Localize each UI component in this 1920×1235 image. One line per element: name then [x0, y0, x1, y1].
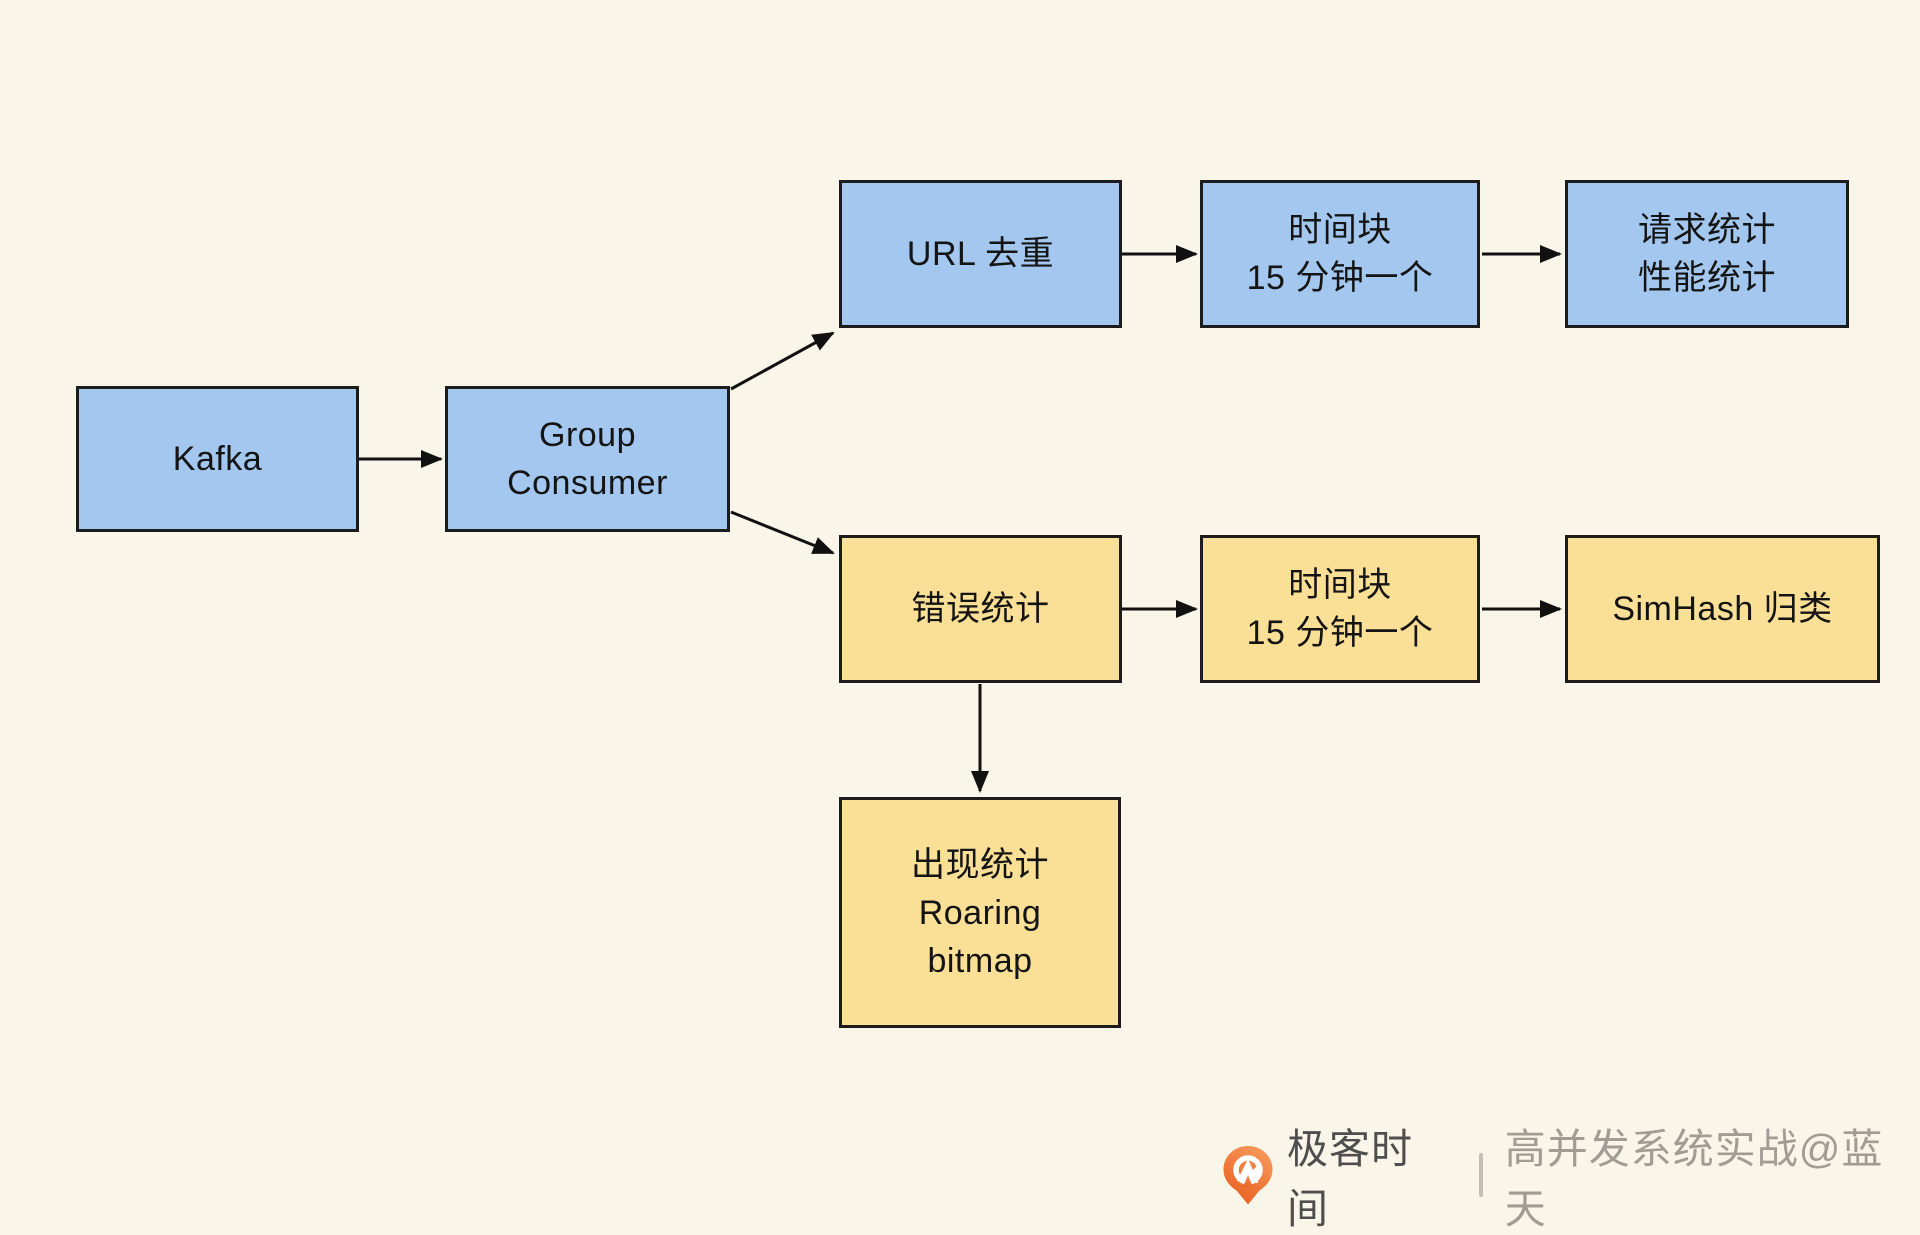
node-time-block-top-line2: 15 分钟一个	[1246, 259, 1434, 297]
geektime-logo-icon	[1223, 1145, 1273, 1204]
node-request-stats: 请求统计 性能统计	[1565, 180, 1849, 328]
node-url-dedup: URL 去重	[839, 180, 1122, 328]
footer-divider: |	[1478, 1153, 1483, 1197]
edge-group-consumer-to-url-dedup	[730, 331, 835, 391]
node-time-block-bottom-line1: 时间块	[1288, 566, 1392, 604]
node-group-consumer: Group Consumer	[445, 386, 730, 532]
node-kafka: Kafka	[76, 386, 359, 532]
node-error-stats: 错误统计	[839, 535, 1122, 683]
node-group-consumer-line1: Group	[539, 416, 636, 454]
footer-brand-text: 极客时间	[1287, 1126, 1413, 1232]
node-request-stats-line1: 请求统计	[1638, 211, 1776, 249]
node-simhash: SimHash 归类	[1565, 535, 1880, 683]
node-request-stats-line2: 性能统计	[1638, 259, 1776, 297]
node-error-stats-label: 错误统计	[911, 590, 1050, 628]
node-url-dedup-label: URL 去重	[906, 235, 1055, 273]
node-occurrence-stats-line2: Roaring	[918, 893, 1042, 932]
edge-group-consumer-to-error-stats	[730, 510, 835, 555]
footer-watermark: 极客时间 | 高并发系统实战@蓝天	[1222, 1126, 1920, 1232]
node-time-block-top-line1: 时间块	[1288, 211, 1392, 249]
node-time-block-bottom: 时间块 15 分钟一个	[1200, 535, 1480, 683]
node-time-block-bottom-line2: 15 分钟一个	[1246, 614, 1434, 652]
node-occurrence-stats-line1: 出现统计	[911, 845, 1049, 884]
node-occurrence-stats: 出现统计 Roaring bitmap	[839, 797, 1121, 1028]
node-kafka-label: Kafka	[172, 440, 263, 478]
node-simhash-label: SimHash 归类	[1612, 590, 1833, 628]
node-time-block-top: 时间块 15 分钟一个	[1200, 180, 1480, 328]
node-group-consumer-line2: Consumer	[507, 464, 668, 502]
node-occurrence-stats-line3: bitmap	[927, 941, 1033, 980]
footer-course-text: 高并发系统实战@蓝天	[1504, 1126, 1884, 1232]
